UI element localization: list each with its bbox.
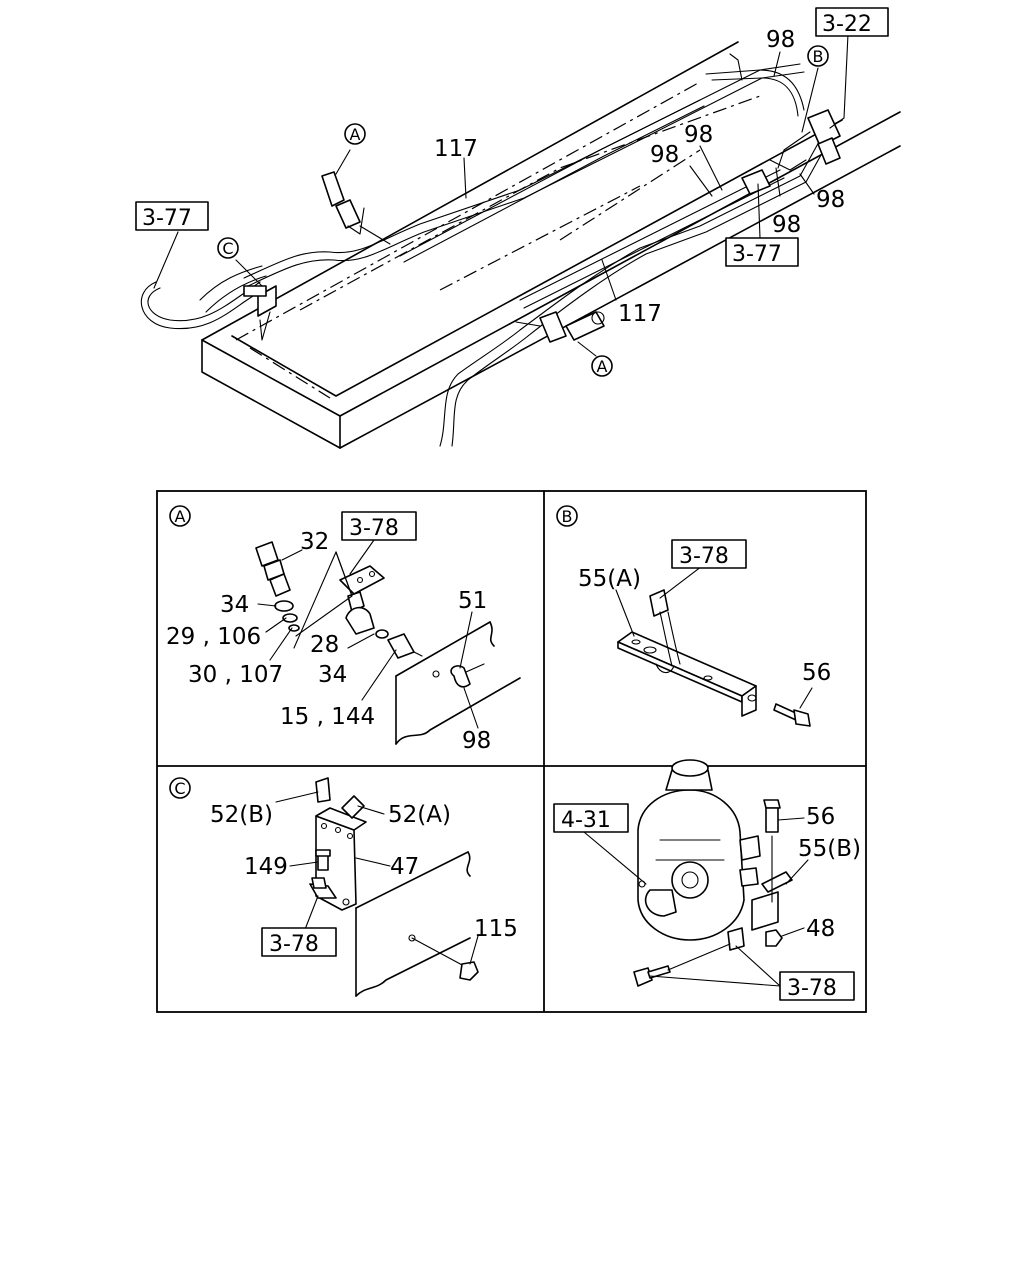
label-48: 48 — [806, 916, 835, 942]
panel-a-ref-box[interactable] — [341, 511, 417, 541]
panel-d-ref-box-3-78[interactable] — [779, 971, 855, 1001]
label-98-right: 98 — [816, 187, 845, 213]
label-56-panel-b: 56 — [802, 660, 831, 686]
ref-3-22[interactable]: 3-22 — [822, 12, 872, 37]
bracket-c-main — [243, 285, 277, 341]
panel-c-callout-circle — [169, 777, 191, 799]
main-assembly-view: 3-22 3-77 3-77 98 98 98 98 98 117 117 A … — [135, 7, 901, 449]
frame-rail — [201, 41, 901, 449]
callout-c-circle[interactable] — [217, 237, 239, 259]
label-149: 149 — [244, 854, 288, 880]
label-55a: 55(A) — [578, 566, 641, 592]
ref-box-3-77-left[interactable] — [135, 201, 209, 231]
label-34-right: 34 — [318, 662, 347, 688]
pipe-98-upper — [705, 53, 805, 117]
label-117-bottom: 117 — [618, 301, 662, 327]
fuel-line-117-upper — [243, 63, 805, 287]
label-98-panel-a: 98 — [462, 728, 491, 754]
label-115: 115 — [474, 916, 518, 942]
panel-b-ref-3-78[interactable]: 3-78 — [679, 544, 729, 569]
callout-c[interactable]: C — [222, 239, 233, 258]
label-51: 51 — [458, 588, 487, 614]
panel-a-callout-circle — [169, 505, 191, 527]
label-29-106: 29 , 106 — [166, 624, 261, 650]
label-32: 32 — [300, 529, 329, 555]
callout-b[interactable]: B — [813, 47, 824, 66]
callout-a-top-circle[interactable] — [344, 123, 366, 145]
label-55b: 55(B) — [798, 836, 861, 862]
panel-a-callout: A — [175, 507, 186, 526]
label-34-left: 34 — [220, 592, 249, 618]
detail-grid — [156, 490, 867, 1013]
callout-a-top[interactable]: A — [350, 125, 361, 144]
label-98-top: 98 — [766, 27, 795, 53]
label-98-mid-b: 98 — [650, 142, 679, 168]
label-117-top: 117 — [434, 136, 478, 162]
panel-b-callout-circle — [556, 505, 578, 527]
detail-panel-a: A — [166, 505, 521, 754]
panel-d-ref-box-4-31[interactable] — [553, 803, 629, 833]
detail-panel-c: C 52(B) 52(A) 149 — [169, 777, 518, 997]
label-98-lower: 98 — [772, 212, 801, 238]
panel-c-ref-box[interactable] — [261, 927, 337, 957]
label-56-panel-d: 56 — [806, 804, 835, 830]
panel-d-ref-4-31[interactable]: 4-31 — [561, 808, 611, 833]
label-52b: 52(B) — [210, 802, 273, 828]
callout-a-bottom-circle[interactable] — [591, 355, 613, 377]
connector-a-bottom — [515, 311, 605, 343]
label-52a: 52(A) — [388, 802, 451, 828]
fitting-b-main — [741, 109, 841, 195]
callout-b-circle[interactable] — [807, 45, 829, 67]
label-28: 28 — [310, 632, 339, 658]
ref-box-3-77-right[interactable] — [725, 237, 799, 267]
label-30-107: 30 , 107 — [188, 662, 283, 688]
label-15-144: 15 , 144 — [280, 704, 375, 730]
return-hose-left — [140, 265, 267, 330]
label-47: 47 — [390, 854, 419, 880]
connector-a-top — [321, 171, 391, 245]
callout-a-bottom[interactable]: A — [597, 357, 608, 376]
panel-b-callout: B — [562, 507, 573, 526]
detail-panel-d: 4-31 56 55(B) 48 3-78 — [553, 759, 861, 1001]
label-98-mid-a: 98 — [684, 122, 713, 148]
ref-3-77-left[interactable]: 3-77 — [142, 206, 192, 231]
panel-a-ref-3-78[interactable]: 3-78 — [349, 516, 399, 541]
panel-c-ref-3-78[interactable]: 3-78 — [269, 932, 319, 957]
ref-box-3-22[interactable] — [815, 7, 889, 37]
fuel-line-117-lower — [439, 139, 827, 447]
main-leader-lines — [153, 33, 849, 357]
detail-panel-b: B 3-78 55(A) 56 — [556, 505, 831, 727]
panel-c-callout: C — [174, 779, 185, 798]
panel-b-ref-box[interactable] — [671, 539, 747, 569]
ref-3-77-right[interactable]: 3-77 — [732, 242, 782, 267]
panel-d-ref-3-78[interactable]: 3-78 — [787, 976, 837, 1001]
